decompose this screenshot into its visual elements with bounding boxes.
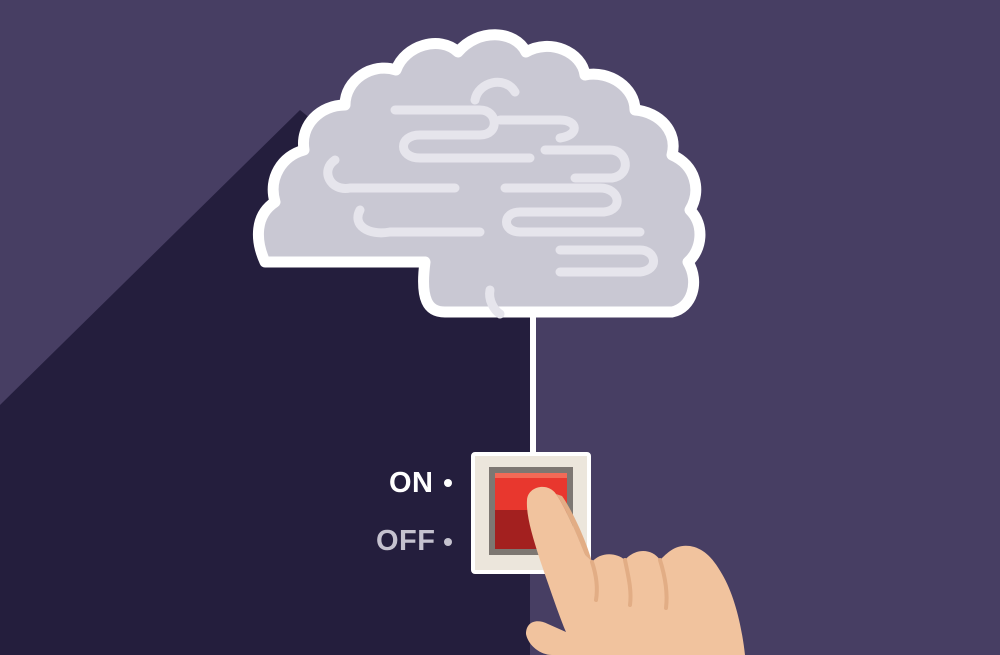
on-label: ON [389, 467, 434, 499]
rocker-highlight [495, 473, 567, 478]
fold-line [500, 183, 645, 237]
fold-line [485, 285, 505, 319]
fold-line [555, 245, 658, 277]
knuckle-line [658, 558, 669, 610]
brain-silhouette [252, 29, 706, 318]
brain-folds [323, 77, 658, 319]
fold-line [495, 115, 579, 143]
knuckle-line [623, 558, 633, 607]
fold-line [323, 155, 460, 193]
off-label: OFF [376, 525, 436, 557]
brain-icon [252, 29, 706, 319]
finger-shade [556, 494, 592, 562]
fold-line [470, 77, 520, 105]
on-indicator-dot [444, 479, 452, 487]
fold-line [390, 105, 535, 163]
knuckle-line [590, 560, 599, 602]
off-indicator-dot [444, 538, 452, 546]
fold-line [540, 145, 630, 183]
hand-body [526, 486, 745, 655]
pointing-hand-icon [526, 486, 745, 655]
fold-line [353, 205, 485, 238]
